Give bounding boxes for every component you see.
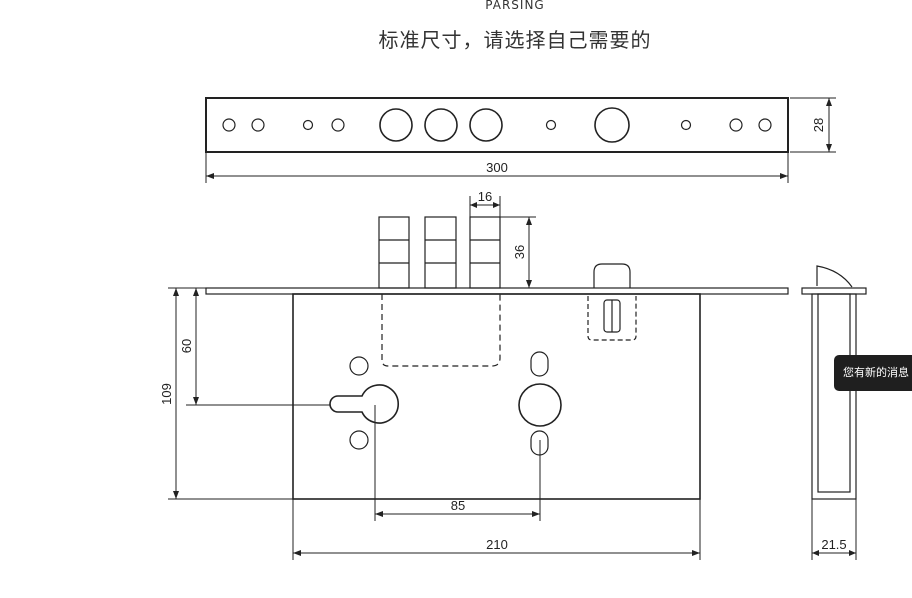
latch-bolt xyxy=(587,263,637,341)
dim-case-depth: 21.5 xyxy=(821,537,846,552)
dim-body-width: 210 xyxy=(486,537,508,552)
dim-bolt-width: 16 xyxy=(478,189,492,204)
dim-handle-height: 60 xyxy=(179,339,194,353)
side-view xyxy=(801,265,867,500)
dim-center-distance: 85 xyxy=(451,498,465,513)
dim-body-height: 109 xyxy=(159,383,174,405)
spindle-hole xyxy=(329,384,399,424)
header-label: PARSING xyxy=(485,0,545,12)
dim-faceplate-length: 300 xyxy=(486,160,508,175)
dead-bolts xyxy=(378,216,501,289)
faceplate-view xyxy=(205,97,789,153)
message-notification[interactable]: 您有新的消息 xyxy=(834,355,912,391)
page-title: 标准尺寸，请选择自己需要的 xyxy=(378,28,652,52)
dim-faceplate-height: 28 xyxy=(811,118,826,132)
dim-bolt-projection: 36 xyxy=(512,245,527,259)
lock-body-view xyxy=(205,216,789,500)
cylinder-hole xyxy=(518,351,562,456)
